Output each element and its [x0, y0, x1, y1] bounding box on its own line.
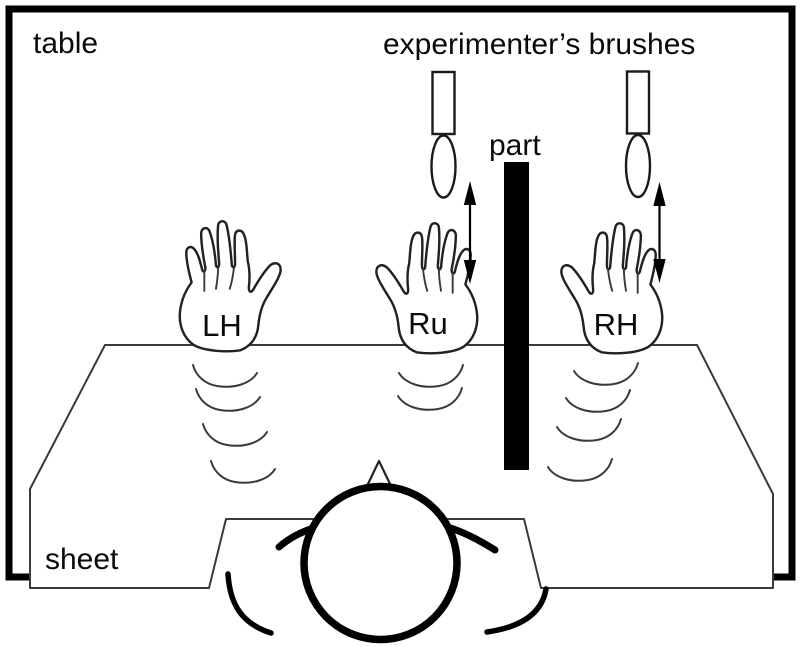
left-hand-label: LH [202, 308, 242, 343]
brush-icon-right [624, 70, 652, 199]
rubber-hand-label: Ru [408, 306, 448, 341]
brushes-label: experimenter’s brushes [383, 28, 695, 61]
participant-head [300, 482, 461, 644]
motion-arrow-right [653, 182, 666, 283]
sheet-outline [29, 344, 774, 589]
motion-arrow-rubber [463, 181, 477, 284]
chair-curve-left [225, 571, 274, 636]
chair-curve-right [484, 586, 549, 635]
participant [225, 459, 549, 644]
part-label: part [489, 129, 541, 162]
partition-bar [504, 162, 529, 470]
table-label: table [33, 27, 98, 60]
right-hand-label: RH [594, 307, 639, 342]
sheet-label: sheet [45, 543, 119, 576]
brush-icon-left [430, 70, 457, 199]
